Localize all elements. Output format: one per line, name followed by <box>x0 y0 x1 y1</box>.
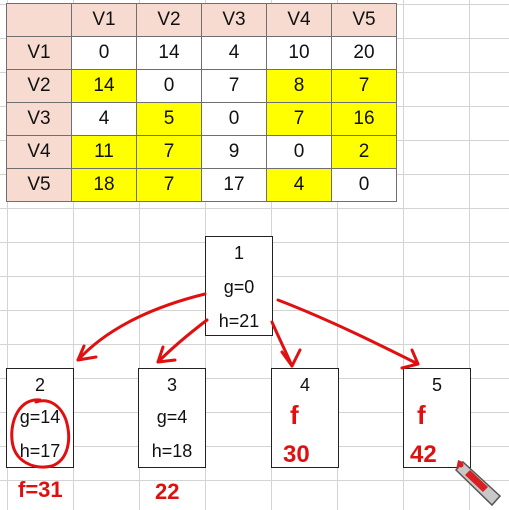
arrowhead-node-5 <box>400 348 420 370</box>
node-h-value: h=18 <box>151 441 193 461</box>
node-2-f-annotation: f=31 <box>18 477 63 502</box>
matrix-cell[interactable]: 7 <box>136 168 202 202</box>
matrix-cell[interactable]: 0 <box>201 102 267 136</box>
arrow-to-node-5 <box>276 298 420 366</box>
row-header[interactable]: V2 <box>6 69 72 103</box>
row-header[interactable]: V1 <box>6 36 72 70</box>
matrix-corner-cell[interactable] <box>6 3 72 37</box>
node-h-value: h=21 <box>218 311 260 331</box>
matrix-cell[interactable]: 18 <box>71 168 137 202</box>
node-h-value: h=17 <box>19 441 61 461</box>
matrix-row: V4 11 7 9 0 2 <box>6 135 397 169</box>
matrix-cell[interactable]: 10 <box>266 36 332 70</box>
matrix-header-row: V1 V2 V3 V4 V5 <box>6 3 397 37</box>
matrix-cell[interactable]: 0 <box>331 168 397 202</box>
node-id: 2 <box>34 375 45 395</box>
arrowhead-node-2 <box>76 344 98 362</box>
matrix-cell[interactable]: 7 <box>201 69 267 103</box>
matrix-cell[interactable]: 20 <box>331 36 397 70</box>
col-header[interactable]: V3 <box>201 3 267 37</box>
distance-matrix: V1 V2 V3 V4 V5 V1 0 14 4 10 20 V2 14 0 7… <box>6 3 397 202</box>
node-g-value: g=0 <box>223 277 255 297</box>
circle-node-2-values <box>10 398 71 469</box>
tree-node-2[interactable]: 2 g=14 h=17 <box>6 368 74 468</box>
row-header[interactable]: V3 <box>6 102 72 136</box>
tree-node-3[interactable]: 3 g=4 h=18 <box>138 368 206 468</box>
arrow-to-node-3 <box>156 318 209 364</box>
node-id: 1 <box>233 243 244 263</box>
node-5-f-value: 42 <box>410 441 437 468</box>
matrix-row: V3 4 5 0 7 16 <box>6 102 397 136</box>
pen-cursor-icon <box>454 460 502 507</box>
matrix-cell[interactable]: 7 <box>331 69 397 103</box>
node-id: 3 <box>166 375 177 395</box>
matrix-cell[interactable]: 4 <box>266 168 332 202</box>
matrix-cell[interactable]: 4 <box>201 36 267 70</box>
arrow-to-node-2 <box>76 292 207 362</box>
matrix-cell[interactable]: 2 <box>331 135 397 169</box>
matrix-row: V1 0 14 4 10 20 <box>6 36 397 70</box>
matrix-cell[interactable]: 0 <box>136 69 202 103</box>
node-id: 5 <box>431 375 442 395</box>
tree-node-4[interactable]: 4 <box>271 368 339 468</box>
row-header[interactable]: V4 <box>6 135 72 169</box>
node-g-value: g=4 <box>156 407 188 427</box>
matrix-cell[interactable]: 9 <box>201 135 267 169</box>
arrowhead-node-4 <box>280 348 302 368</box>
node-3-f-annotation: 22 <box>155 479 179 504</box>
col-header[interactable]: V5 <box>331 3 397 37</box>
matrix-cell[interactable]: 16 <box>331 102 397 136</box>
matrix-cell[interactable]: 17 <box>201 168 267 202</box>
node-4-f-value: 30 <box>283 441 310 468</box>
node-5-f-label: f <box>417 400 426 430</box>
matrix-cell[interactable]: 0 <box>266 135 332 169</box>
node-4-f-label: f <box>290 400 299 430</box>
node-g-value: g=14 <box>19 407 61 427</box>
matrix-row: V5 18 7 17 4 0 <box>6 168 397 202</box>
matrix-cell[interactable]: 14 <box>136 36 202 70</box>
arrowhead-node-3 <box>156 345 177 364</box>
tree-node-5[interactable]: 5 <box>403 368 471 468</box>
node-id: 4 <box>299 375 310 395</box>
tree-node-root[interactable]: 1 g=0 h=21 <box>205 236 273 336</box>
